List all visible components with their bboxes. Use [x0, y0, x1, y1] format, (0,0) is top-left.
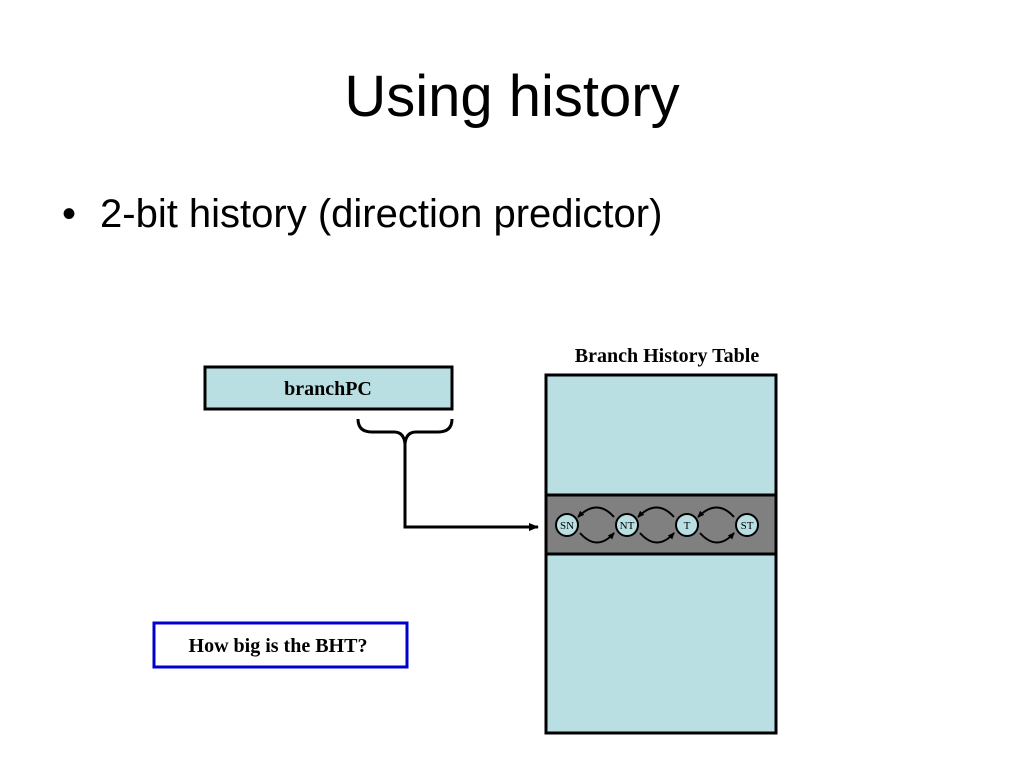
state-t-label: T: [684, 520, 691, 532]
state-nt-label: NT: [620, 520, 635, 532]
state-nt-circle: [615, 513, 639, 537]
bht-title: Branch History Table: [575, 345, 760, 367]
state-sn-label: SN: [560, 520, 574, 532]
slide-title: Using history: [344, 64, 680, 129]
index-bits-brace: [356, 418, 454, 445]
bullet-item: • 2-bit history (direction predictor): [62, 188, 662, 240]
transition-t-to-nt-arrow: [637, 506, 675, 518]
transition-nt-to-sn-arrow: [577, 506, 615, 518]
question-text: How big is the BHT?: [189, 635, 368, 657]
bullet-marker: •: [62, 192, 77, 236]
bullet-text: 2-bit history (direction predictor): [100, 192, 663, 236]
question-box: [152, 621, 409, 669]
index-arrow: [403, 444, 539, 531]
state-nt: NT: [615, 513, 639, 537]
state-sn: SN: [555, 513, 579, 537]
state-t: T: [675, 513, 699, 537]
branch-pc-box: [203, 365, 454, 411]
transition-t-to-st-arrow: [699, 532, 735, 544]
bullet-list: • 2-bit history (direction predictor): [62, 188, 662, 240]
transition-st-to-t-arrow: [697, 506, 735, 518]
transition-sn-to-nt-arrow: [579, 532, 615, 544]
state-st: ST: [735, 513, 759, 537]
transition-nt-to-t-arrow: [639, 532, 675, 544]
state-st-circle: [735, 513, 759, 537]
state-t-circle: [675, 513, 699, 537]
state-st-label: ST: [741, 520, 754, 532]
branch-pc-label: branchPC: [284, 378, 372, 400]
state-sn-circle: [555, 513, 579, 537]
